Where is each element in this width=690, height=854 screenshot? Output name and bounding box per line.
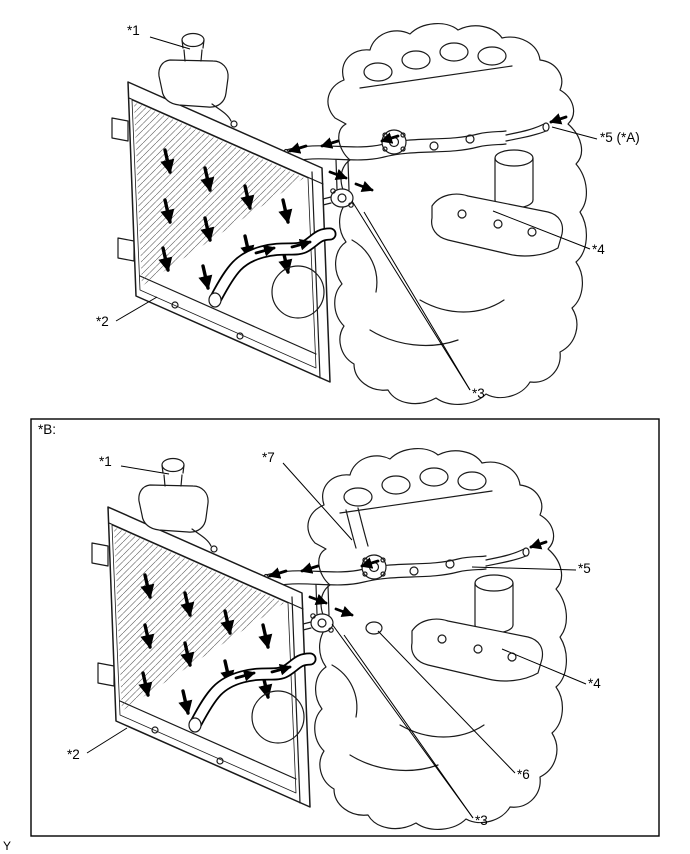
callout-bottom-4: *4 (588, 676, 601, 691)
page-corner-mark: Y (3, 839, 12, 853)
top-diagram (112, 24, 598, 405)
callout-top-1: *1 (127, 23, 140, 38)
bottom-leader-lines (86, 462, 587, 819)
top-leader-lines (115, 36, 598, 391)
callout-bottom-6: *6 (517, 767, 530, 782)
panel-b-border (30, 418, 660, 837)
callout-bottom-1: *1 (99, 454, 112, 469)
callout-top-3: *3 (472, 386, 485, 401)
callout-bottom-7: *7 (262, 450, 275, 465)
engine-cooling-scene-bottom (92, 449, 566, 830)
bottom-diagram (86, 449, 587, 830)
panel-b-tag: *B: (38, 422, 57, 437)
callout-bottom-5: *5 (578, 561, 591, 576)
callout-top-5a: *5 (*A) (600, 130, 640, 145)
callout-top-2: *2 (96, 314, 109, 329)
callout-bottom-3: *3 (475, 813, 488, 828)
engine-cooling-scene-top (112, 24, 586, 405)
callout-top-4: *4 (592, 242, 605, 257)
callout-bottom-2: *2 (67, 747, 80, 762)
